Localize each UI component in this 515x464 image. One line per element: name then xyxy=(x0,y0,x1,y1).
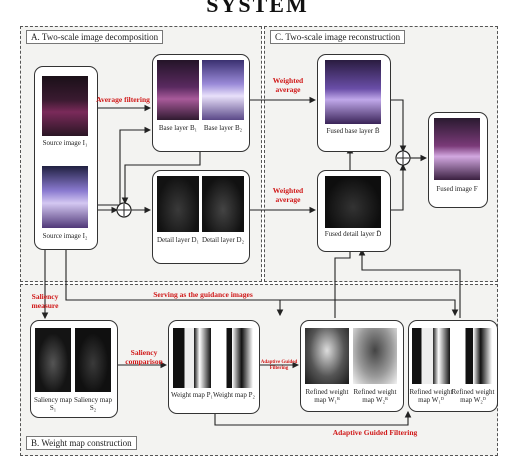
refined-weight-d2 xyxy=(454,328,492,384)
refined-weight-b2-caption: Refined weight map W₂ᴮ xyxy=(353,388,397,404)
weight-map-2-caption: Weight map P₂ xyxy=(213,391,255,399)
saliency-map-1 xyxy=(35,328,71,392)
label-adaptive-guided: Adaptive Guided Filtering xyxy=(332,428,418,437)
weight-map-2 xyxy=(215,328,253,388)
detail-layer-1-caption: Detail layer D₁ xyxy=(156,236,200,244)
label-weighted-average-1: Weighted average xyxy=(272,76,304,94)
label-average-filtering: Average filtering xyxy=(96,95,150,104)
label-saliency-comparison: Saliency comparison xyxy=(125,348,163,366)
label-saliency-measure: Saliency measure xyxy=(31,292,59,310)
fused-detail-image xyxy=(325,176,381,228)
fused-image-caption: Fused image F xyxy=(436,185,478,193)
saliency-map-2-caption: Saliency map S₂ xyxy=(74,396,112,412)
refined-weight-b1-caption: Refined weight map W₁ᴮ xyxy=(305,388,349,404)
detail-layer-2-caption: Detail layer D₂ xyxy=(201,236,245,244)
saliency-map-2 xyxy=(75,328,111,392)
panel-c-label: C. Two-scale image reconstruction xyxy=(270,30,406,44)
source-image-1 xyxy=(42,76,88,136)
weight-map-1 xyxy=(173,328,211,388)
fused-detail-caption: Fused detail layer D̄ xyxy=(324,230,382,238)
figure-title-fragment: SYSTEM xyxy=(206,0,309,17)
panel-b-label: B. Weight map construction xyxy=(26,436,137,450)
base-layer-1-caption: Base layer B₁ xyxy=(158,124,198,132)
source-image-2-caption: Source image I₂ xyxy=(42,232,88,240)
base-layer-2-caption: Base layer B₂ xyxy=(203,124,243,132)
refined-weight-b2 xyxy=(353,328,397,384)
refined-weight-d1-caption: Refined weight map W₁ᴰ xyxy=(409,388,453,404)
label-serving-guidance: Serving as the guidance images xyxy=(153,290,253,299)
refined-weight-d1 xyxy=(412,328,450,384)
base-layer-1 xyxy=(157,60,199,120)
detail-layer-2 xyxy=(202,176,244,232)
fused-image xyxy=(434,118,480,180)
fused-base-image xyxy=(325,60,381,124)
saliency-map-1-caption: Saliency map S₁ xyxy=(34,396,72,412)
detail-layer-1 xyxy=(157,176,199,232)
source-image-2 xyxy=(42,166,88,228)
refined-weight-b1 xyxy=(305,328,349,384)
base-layer-2 xyxy=(202,60,244,120)
label-weighted-average-2: Weighted average xyxy=(272,186,304,204)
source-image-1-caption: Source image I₁ xyxy=(42,139,88,147)
panel-a-label: A. Two-scale image decomposition xyxy=(26,30,164,44)
fused-base-caption: Fused base layer B̄ xyxy=(326,127,380,135)
label-adaptive-small: Adaptive Guided Filtering xyxy=(260,360,298,371)
refined-weight-d2-caption: Refined weight map W₂ᴰ xyxy=(451,388,495,404)
weight-map-1-caption: Weight map P₁ xyxy=(171,391,213,399)
